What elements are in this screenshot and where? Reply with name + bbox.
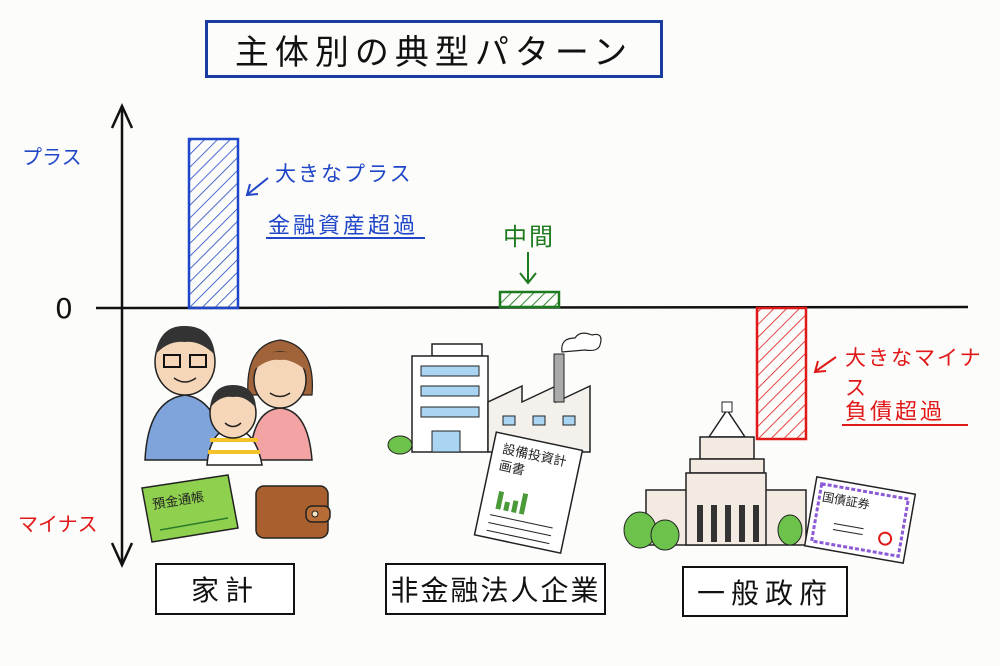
category-label-corporate: 非金融法人企業: [385, 563, 606, 615]
government-sub-annotation: 負債超過: [845, 400, 946, 425]
bar-corporate: [498, 290, 561, 309]
government-bond-certificate: [803, 475, 917, 565]
arrow-government: [813, 356, 837, 374]
axis-label-minus: マイナス: [18, 512, 98, 536]
office-building-illustration: [387, 343, 489, 455]
category-label-household: 家計: [155, 563, 295, 615]
y-axis: [110, 102, 134, 569]
category-label-government: 一般政府: [682, 566, 848, 617]
axis-label-plus: プラス: [22, 145, 82, 169]
investment-plan-document: [473, 431, 584, 555]
household-annotation: 大きなプラス: [275, 162, 413, 186]
wallet-illustration: [255, 485, 331, 539]
passbook-illustration: [141, 474, 239, 543]
corporate-annotation: 中間: [503, 223, 555, 251]
diagram-title: 主体別の典型パターン: [205, 20, 663, 78]
government-annotation: 大きなマイナス: [845, 346, 983, 400]
diet-building-illustration: [623, 401, 807, 551]
arrow-household: [245, 177, 269, 197]
arrow-corporate: [519, 252, 537, 285]
bar-household: [187, 137, 240, 310]
family-illustration: [144, 325, 313, 466]
bar-government: [755, 306, 808, 441]
axis-label-zero: 0: [55, 292, 73, 325]
household-sub-annotation: 金融資産超過: [268, 214, 419, 239]
